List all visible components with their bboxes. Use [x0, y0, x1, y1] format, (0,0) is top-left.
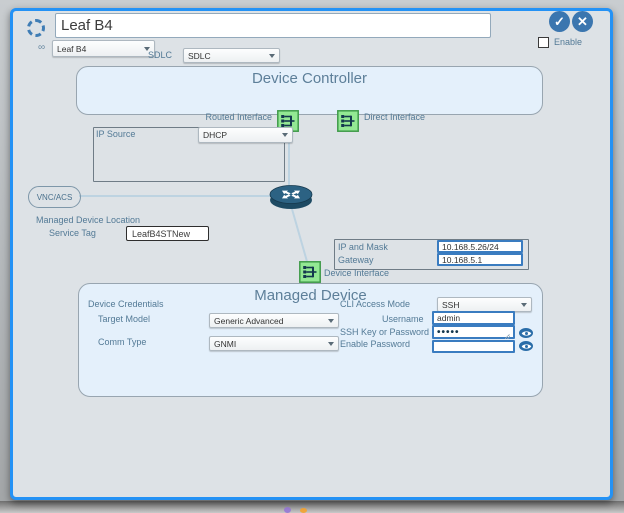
- device-name-select-value: Leaf B4: [57, 43, 87, 54]
- chevron-down-icon: [521, 302, 527, 307]
- resize-grip-icon: [505, 334, 510, 339]
- device-interface-icon[interactable]: [299, 261, 321, 283]
- router-icon[interactable]: [268, 181, 314, 213]
- ssh-key-label: SSH Key or Password: [340, 327, 430, 337]
- managed-device-title: Managed Device: [254, 287, 367, 304]
- eye-icon: [521, 343, 531, 349]
- sdlc-select-value: SDLC: [188, 50, 211, 61]
- desktop-dot-purple: [284, 507, 291, 513]
- chevron-down-icon: [144, 46, 150, 51]
- enable-checkbox[interactable]: [538, 37, 549, 48]
- target-model-label: Target Model: [98, 314, 151, 324]
- enable-label: Enable: [554, 37, 583, 47]
- device-controller-title: Device Controller: [251, 70, 368, 87]
- eye-icon: [521, 330, 531, 336]
- direct-interface-icon[interactable]: [337, 110, 359, 132]
- ip-and-mask-input[interactable]: [437, 240, 523, 253]
- device-name-input[interactable]: [55, 13, 491, 38]
- reveal-password-button[interactable]: [519, 328, 533, 338]
- ip-mask-box: [334, 239, 529, 270]
- cli-access-mode-select-value: SSH: [442, 299, 460, 310]
- username-label: Username: [382, 314, 424, 324]
- ip-source-box: [93, 127, 285, 182]
- link-icon: ∞: [38, 42, 46, 53]
- device-interface-label: Device Interface: [324, 268, 390, 278]
- gateway-label: Gateway: [338, 255, 374, 265]
- ip-and-mask-label: IP and Mask: [338, 242, 388, 252]
- service-tag-label: Service Tag: [49, 228, 96, 238]
- managed-device-location-label: Managed Device Location: [36, 215, 141, 225]
- routed-interface-label: Routed Interface: [205, 112, 272, 122]
- chevron-down-icon: [282, 133, 288, 137]
- ssh-key-input[interactable]: [432, 325, 515, 339]
- ip-source-select[interactable]: DHCP: [198, 127, 293, 143]
- device-controller-panel: Device Controller: [76, 66, 543, 115]
- username-input[interactable]: [432, 311, 515, 325]
- routed-interface-icon[interactable]: [277, 110, 299, 132]
- check-icon: ✓: [554, 13, 565, 29]
- close-button[interactable]: ✕: [572, 11, 593, 32]
- confirm-button[interactable]: ✓: [549, 11, 570, 32]
- chevron-down-icon: [328, 341, 334, 346]
- sdlc-label: SDLC: [147, 50, 172, 60]
- comm-type-label: Comm Type: [98, 337, 147, 347]
- ip-source-select-value: DHCP: [203, 130, 228, 140]
- ip-source-label: IP Source: [96, 129, 136, 139]
- cli-access-mode-label: CLI Access Mode: [340, 299, 411, 309]
- enable-password-label: Enable Password: [340, 339, 411, 349]
- cli-access-mode-select[interactable]: SSH: [437, 297, 532, 312]
- desktop-edge: [0, 501, 624, 513]
- reveal-enable-password-button[interactable]: [519, 341, 533, 351]
- enable-password-input[interactable]: [432, 340, 515, 353]
- target-model-select[interactable]: Generic Advanced: [209, 313, 339, 328]
- gateway-input[interactable]: [437, 253, 523, 266]
- service-tag-input[interactable]: [126, 226, 209, 241]
- desktop-dot-orange: [300, 508, 307, 513]
- spinner-icon: [27, 19, 45, 37]
- direct-interface-label: Direct Interface: [364, 112, 426, 122]
- close-icon: ✕: [577, 13, 588, 29]
- chevron-down-icon: [328, 318, 334, 323]
- device-name-select[interactable]: Leaf B4: [52, 40, 155, 57]
- chevron-down-icon: [269, 53, 275, 58]
- comm-type-select-value: GNMI: [214, 338, 237, 349]
- vnc-acs-label: VNC/ACS: [36, 192, 73, 202]
- comm-type-select[interactable]: GNMI: [209, 336, 339, 351]
- vnc-acs-pill[interactable]: VNC/ACS: [28, 186, 81, 208]
- target-model-select-value: Generic Advanced: [214, 315, 284, 326]
- device-credentials-label: Device Credentials: [88, 299, 164, 309]
- sdlc-select[interactable]: SDLC: [183, 48, 280, 63]
